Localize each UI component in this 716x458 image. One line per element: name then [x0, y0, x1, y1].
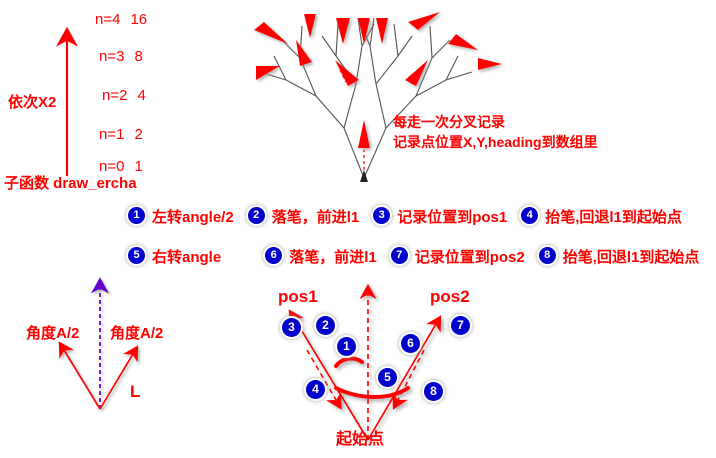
step-badge: 7: [390, 247, 408, 264]
step-label: 左转angle/2: [152, 209, 234, 226]
pos1-label: pos1: [278, 287, 318, 306]
recursion-row: n=0 1: [99, 158, 143, 175]
tree-arrow-icon: [256, 66, 280, 80]
step-item-3[interactable]: 3 记录位置到pos1: [373, 206, 521, 227]
step-badge: 5: [128, 247, 145, 264]
step-item-4[interactable]: 4 抬笔,回退l1到起始点: [521, 206, 696, 227]
fractal-tree-diagram: [254, 12, 502, 182]
tree-arrow-icon: [358, 18, 370, 44]
recursion-level: n=2: [102, 87, 128, 104]
diagram-badge-3[interactable]: 3: [282, 318, 301, 337]
tree-arrow-icon: [478, 58, 502, 70]
step-label: 右转angle: [152, 249, 222, 266]
step-label: 记录位置到pos2: [414, 249, 525, 266]
tree-arrow-icon: [335, 60, 359, 86]
step-row-1: 1 左转angle/2 2 落笔，前进l1 3 记录位置到pos1 4 抬笔,回退l1到起始点: [128, 206, 696, 227]
diagram-badge-8[interactable]: 8: [424, 382, 443, 401]
step-item-1[interactable]: 1 左转angle/2: [128, 206, 248, 227]
diagram-badge-4[interactable]: 4: [306, 380, 325, 399]
recursion-level: n=1: [99, 126, 125, 143]
tree-arrow-icon: [304, 14, 316, 38]
pos-diagram: [288, 283, 442, 441]
step-label: 抬笔,回退l1到起始点: [562, 249, 700, 266]
step-item-2[interactable]: 2 落笔，前进l1: [247, 206, 374, 227]
multiply-by-two-label: 依次X2: [8, 94, 57, 111]
step-item-5[interactable]: 5 右转angle: [128, 246, 265, 267]
step-badge: 4: [521, 207, 539, 224]
tree-note-line1: 每走一次分叉记录: [393, 114, 505, 130]
recursion-row: n=2 4: [102, 87, 146, 104]
turn-left-arc-icon: [334, 356, 364, 368]
diagram-badge-1[interactable]: 1: [337, 337, 356, 356]
step-badge: 2: [247, 207, 265, 224]
tree-arrow-icon: [358, 120, 370, 148]
diagram-badge-6[interactable]: 6: [401, 334, 420, 353]
retreat-left-arrow-icon: [306, 349, 342, 410]
forward-left-arrow-icon: [288, 309, 369, 441]
right-branch-arrow-icon: [99, 345, 139, 410]
recursion-level: n=3: [99, 48, 125, 65]
step-item-6[interactable]: 6 落笔，前进l1: [265, 246, 391, 267]
recursion-row: n=3 8: [99, 48, 143, 65]
angle-left-label: 角度A/2: [26, 325, 80, 342]
step-label: 抬笔,回退l1到起始点: [545, 209, 682, 226]
recursion-row: n=4 16: [95, 11, 147, 28]
diagram-badge-2[interactable]: 2: [316, 316, 335, 335]
turn-right-arc-icon: [334, 386, 410, 399]
step-item-8[interactable]: 8 抬笔,回退l1到起始点: [538, 246, 714, 267]
angle-diagram: [58, 277, 139, 410]
forward-right-arrow-icon: [367, 315, 442, 441]
recursion-row: n=1 2: [99, 126, 143, 143]
left-branch-arrow-icon: [58, 341, 101, 410]
step-item-7[interactable]: 7 记录位置到pos2: [390, 246, 539, 267]
step-badge: 8: [538, 247, 556, 264]
tree-arrow-icon: [336, 18, 350, 44]
step-badge: 6: [265, 247, 283, 264]
recursion-level: n=0: [99, 158, 125, 175]
step-label: 落笔，前进l1: [289, 249, 377, 266]
recursion-count: 2: [134, 126, 143, 143]
angle-right-label: 角度A/2: [110, 325, 164, 342]
tree-arrow-icon: [296, 40, 312, 66]
step-row-2: 5 右转angle 6 落笔，前进l1 7 记录位置到pos2 8 抬笔,回退l1到起始点: [128, 246, 713, 267]
tree-root-marker: [360, 170, 368, 182]
tree-arrow-icon: [448, 34, 478, 50]
tree-arrow-icon: [376, 18, 388, 44]
recursion-count: 4: [137, 87, 146, 104]
recursion-count: 8: [134, 48, 143, 65]
diagram-badge-5[interactable]: 5: [378, 368, 397, 387]
tree-arrow-icon: [254, 22, 288, 44]
pos2-label: pos2: [430, 287, 470, 306]
step-label: 落笔，前进l1: [271, 209, 360, 226]
tree-note: 每走一次分叉记录 记录点位置X,Y,heading到数组里: [393, 112, 598, 152]
tree-note-line2: 记录点位置X,Y,heading到数组里: [393, 134, 598, 150]
step-badge: 3: [373, 207, 391, 224]
tree-arrow-icon: [405, 60, 428, 86]
recursion-count: 16: [130, 11, 148, 28]
start-point-label: 起始点: [336, 431, 385, 448]
step-badge: 1: [128, 207, 145, 224]
branch-length-label: L: [130, 382, 141, 401]
subfunction-label: 子函数 draw_ercha: [4, 175, 137, 192]
recursion-count: 1: [134, 158, 143, 175]
diagram-badge-7[interactable]: 7: [451, 316, 470, 335]
recursion-panel: n=4 16 n=3 8 n=2 4 n=1 2 n=0 1: [0, 0, 240, 200]
step-label: 记录位置到pos1: [397, 209, 508, 226]
recursion-level: n=4: [95, 11, 121, 28]
tree-arrow-icon: [408, 12, 440, 30]
multiply-arrow-icon: [56, 26, 78, 176]
